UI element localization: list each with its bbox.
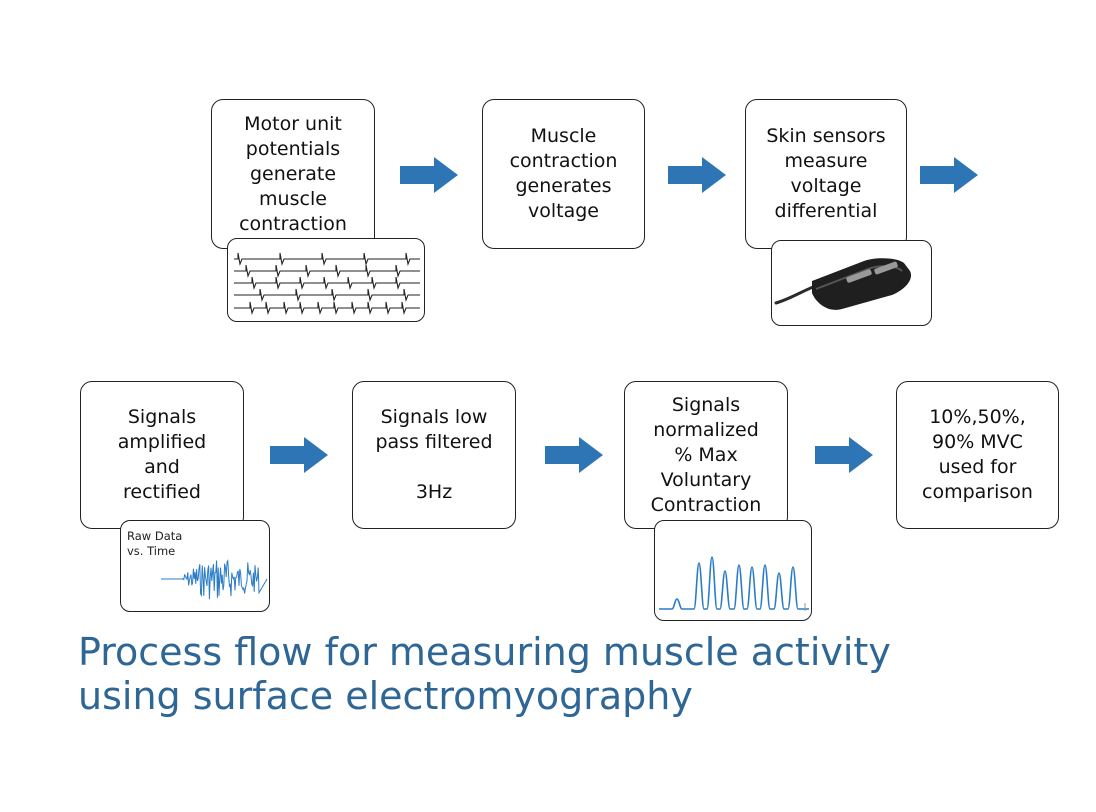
step-motor-unit-text: Motor unit potentials generate muscle co… <box>239 112 347 235</box>
normalized-signal-image <box>659 556 809 611</box>
step-low-pass-text: Signals low pass filtered 3Hz <box>375 406 493 503</box>
arrow-right-icon <box>668 157 726 193</box>
step-comparison-box: 10%,50%, 90% MVC used for comparison <box>896 381 1059 529</box>
step-amplified-text: Signals amplified and rectified <box>117 406 207 503</box>
arrow-right-icon <box>545 437 603 473</box>
raw-data-label: Raw Data vs. Time <box>127 529 183 558</box>
figure-caption: Process flow for measuring muscle activi… <box>78 630 891 718</box>
step-low-pass-box: Signals low pass filtered 3Hz <box>352 381 516 529</box>
normalized-signal-inset <box>654 520 812 621</box>
raw-data-inset: Raw Data vs. Time <box>120 520 270 612</box>
raw-emg-signal-image <box>161 558 268 600</box>
sensor-photo-inset <box>771 240 932 326</box>
step-normalized-box: Signals normalized % Max Voluntary Contr… <box>624 381 788 529</box>
arrow-right-icon <box>270 437 328 473</box>
step-comparison-text: 10%,50%, 90% MVC used for comparison <box>922 406 1033 503</box>
step-skin-sensors-box: Skin sensors measure voltage differentia… <box>745 99 907 249</box>
step-muscle-contraction-text: Muscle contraction generates voltage <box>509 125 618 222</box>
arrow-right-icon <box>815 437 873 473</box>
step-skin-sensors-text: Skin sensors measure voltage differentia… <box>766 125 886 222</box>
step-normalized-text: Signals normalized % Max Voluntary Contr… <box>650 393 762 516</box>
arrow-right-icon <box>400 157 458 193</box>
step-muscle-contraction-box: Muscle contraction generates voltage <box>482 99 645 249</box>
step-amplified-box: Signals amplified and rectified <box>80 381 244 529</box>
step-motor-unit-box: Motor unit potentials generate muscle co… <box>211 99 375 249</box>
arrow-right-icon <box>920 157 978 193</box>
emg-sensor-image <box>774 258 912 310</box>
motor-unit-trace-inset <box>227 238 425 322</box>
motor-unit-traces-image <box>234 252 420 315</box>
